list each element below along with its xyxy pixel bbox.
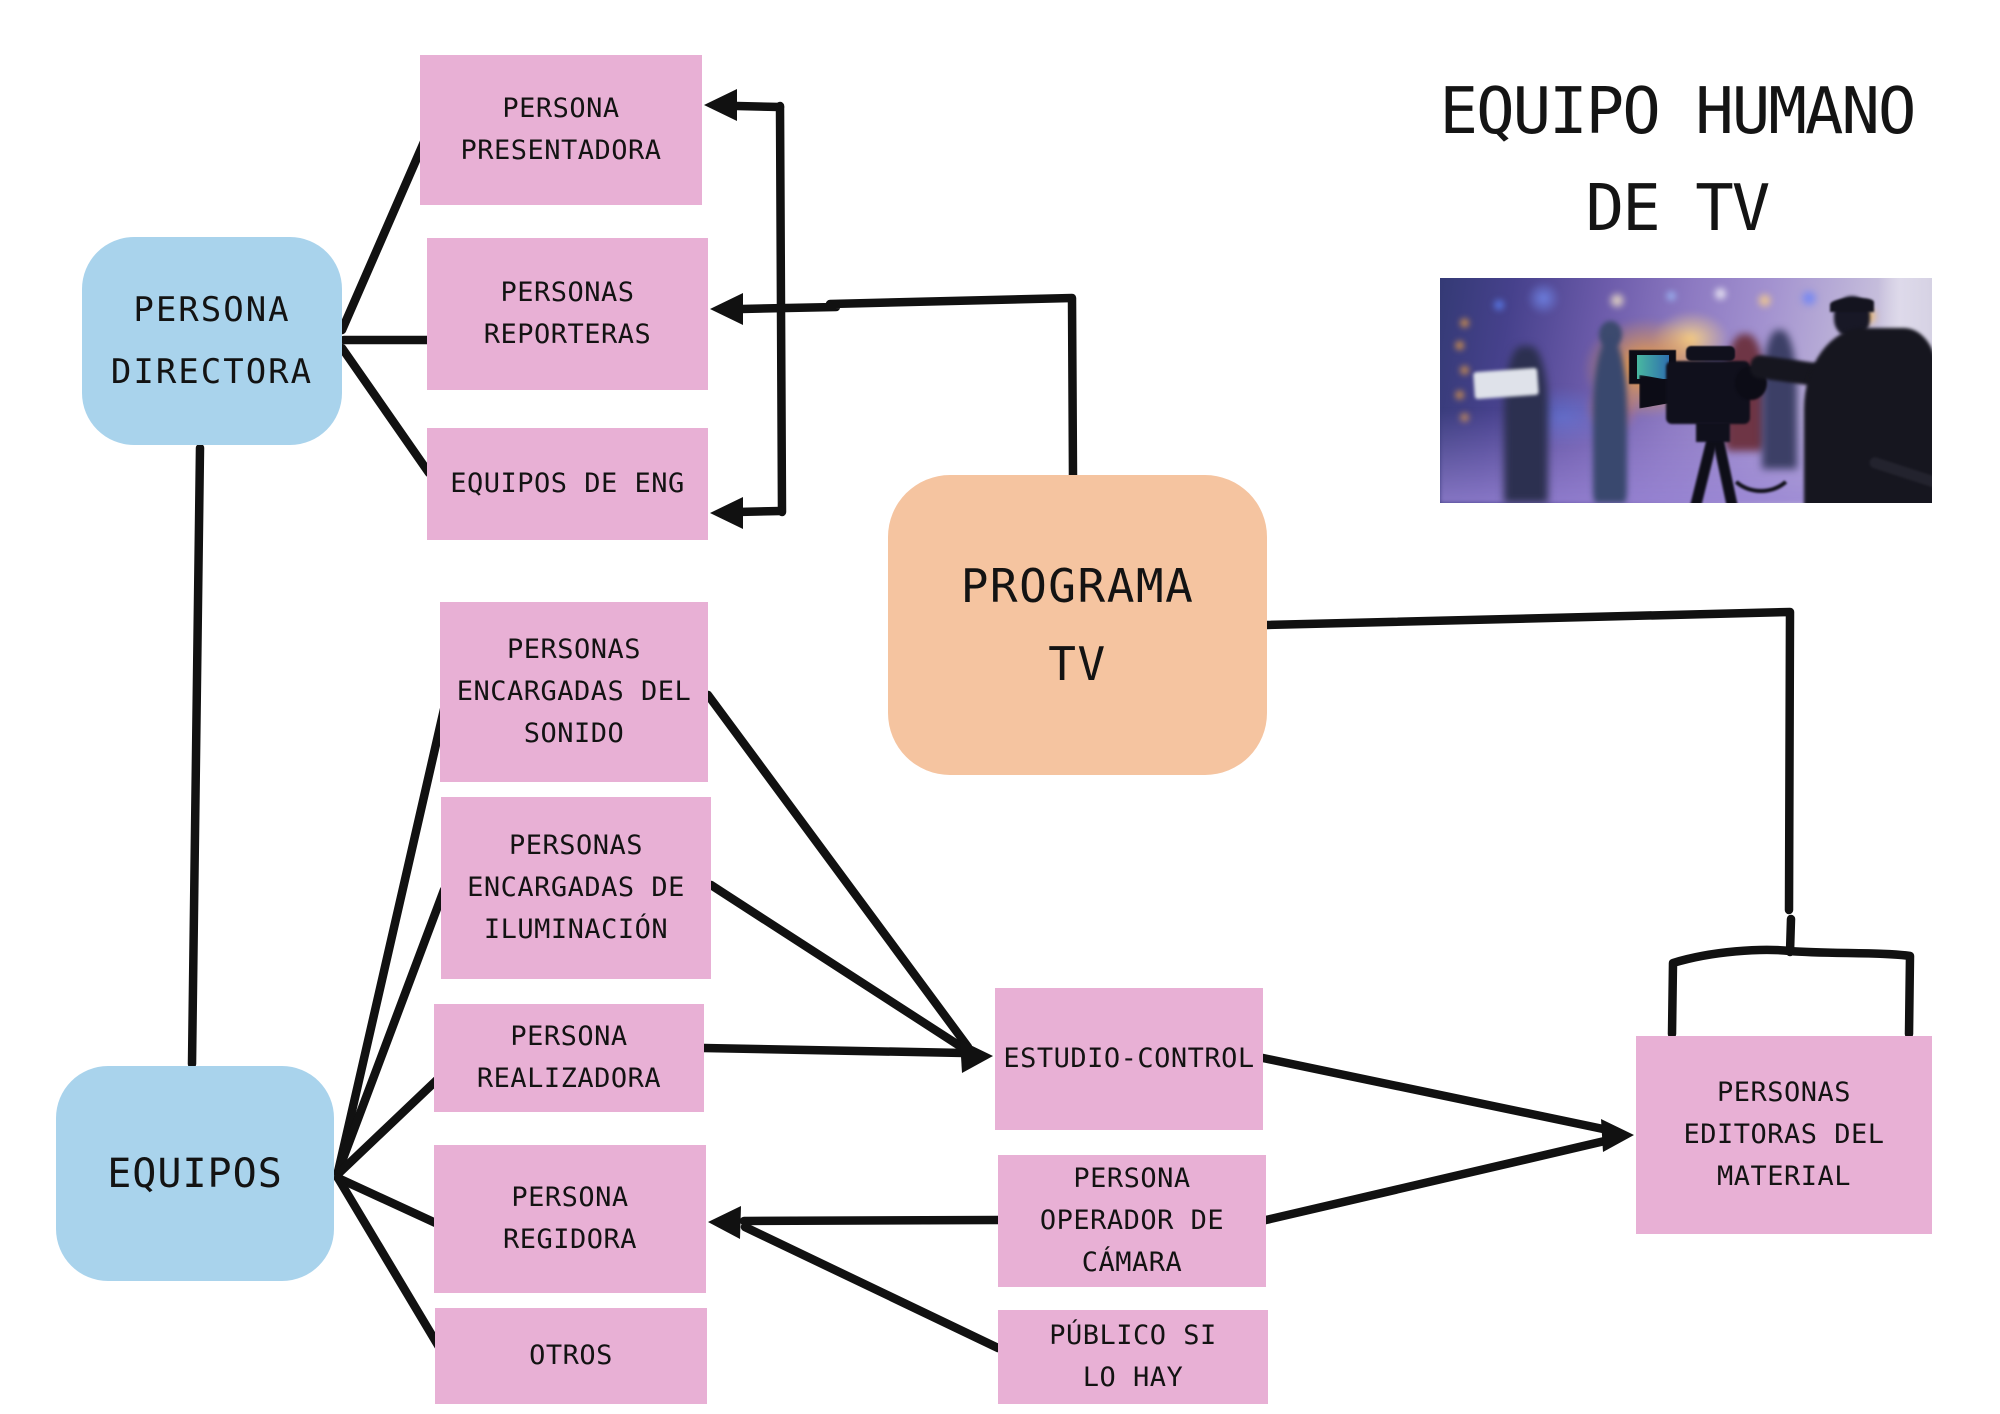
arrowhead-regidora: [708, 1206, 741, 1239]
node-label: PERSONAS ENCARGADAS DE ILUMINACIÓN: [467, 830, 685, 945]
edge-equipos-realizadora: [333, 1072, 445, 1179]
edge-directora-presentadora: [337, 137, 429, 335]
node-personas-editoras: PERSONAS EDITORAS DEL MATERIAL: [1636, 1036, 1932, 1234]
node-label: PERSONAS REPORTERAS: [483, 277, 652, 350]
node-personas-reporteras: PERSONAS REPORTERAS: [427, 238, 708, 390]
tv-studio-photo: [1440, 278, 1932, 503]
arrowhead-presentadora: [704, 89, 737, 121]
edge-equipos-otros: [333, 1173, 447, 1357]
node-label: PERSONAS EDITORAS DEL MATERIAL: [1683, 1077, 1885, 1192]
node-persona-realizadora: PERSONA REALIZADORA: [434, 1004, 704, 1112]
node-encargadas-iluminacion: PERSONAS ENCARGADAS DE ILUMINACIÓN: [441, 797, 711, 979]
node-label: EQUIPOS: [107, 1150, 283, 1197]
node-programa-tv: PROGRAMA TV: [888, 475, 1267, 775]
photo-camera-handle: [1686, 345, 1736, 362]
node-label: PERSONAS ENCARGADAS DEL SONIDO: [456, 634, 692, 749]
photo-cable: [1725, 431, 1798, 493]
node-label: OTROS: [529, 1340, 613, 1371]
node-label: PÚBLICO SI LO HAY: [1049, 1320, 1217, 1393]
edge-operador-regidora: [739, 1215, 1003, 1226]
node-encargadas-sonido: PERSONAS ENCARGADAS DEL SONIDO: [440, 602, 708, 782]
arrowhead-reporteras: [710, 293, 743, 325]
edge-equipos-sonido: [333, 700, 450, 1177]
arrowhead-estudio-control: [960, 1040, 993, 1073]
photo-laptop-silhouette: [1473, 368, 1540, 400]
edge-iluminacion-estudio: [706, 880, 971, 1055]
node-label: PROGRAMA TV: [960, 559, 1195, 691]
photo-camera-body: [1666, 361, 1750, 425]
edge-programa-reporteras: [736, 293, 1078, 482]
edge-sonido-estudio: [703, 690, 973, 1052]
node-publico: PÚBLICO SI LO HAY: [998, 1310, 1268, 1404]
node-label: PERSONA REGIDORA: [502, 1182, 638, 1255]
node-label: PERSONA REALIZADORA: [476, 1021, 662, 1094]
node-persona-presentadora: PERSONA PRESENTADORA: [420, 55, 702, 205]
edge-realizadora-estudio: [699, 1043, 969, 1058]
edge-directora-eng: [337, 343, 434, 478]
photo-camera-mount: [1695, 422, 1731, 443]
edge-directora-equipos: [187, 443, 205, 1069]
edge-equipos-regidora: [333, 1173, 445, 1230]
edge-publico-regidora: [740, 1222, 1003, 1353]
node-otros: OTROS: [435, 1308, 707, 1404]
edge-programa-presentadora: [732, 101, 785, 112]
edge-programa-eng: [732, 506, 786, 517]
photo-presenter-silhouette: [1592, 338, 1627, 503]
node-equipos-de-eng: EQUIPOS DE ENG: [427, 428, 708, 540]
node-operador-camara: PERSONA OPERADOR DE CÁMARA: [998, 1155, 1266, 1287]
edge-programa-editoras-trunk: [1262, 607, 1796, 957]
node-label: ESTUDIO-CONTROL: [1003, 1043, 1255, 1074]
edge-operador-editoras: [1261, 1135, 1614, 1225]
arrowhead-editoras: [1601, 1119, 1634, 1152]
node-estudio-control: ESTUDIO-CONTROL: [995, 988, 1263, 1130]
node-label: PERSONA PRESENTADORA: [460, 93, 662, 166]
node-label: EQUIPOS DE ENG: [450, 468, 685, 499]
edge-programa-editoras-bracket: [1667, 945, 1915, 1039]
node-persona-regidora: PERSONA REGIDORA: [434, 1145, 706, 1293]
edge-equipos-iluminacion: [333, 885, 449, 1177]
node-persona-directora: PERSONA DIRECTORA: [82, 237, 342, 445]
photo-viewfinder-screen: [1636, 354, 1669, 380]
node-label: PERSONA OPERADOR DE CÁMARA: [1039, 1163, 1225, 1278]
node-equipos: EQUIPOS: [56, 1066, 334, 1281]
node-label: PERSONA DIRECTORA: [110, 290, 314, 392]
photo-operator-cap: [1830, 298, 1875, 312]
edge-estudio-editoras: [1258, 1053, 1613, 1135]
page-title: EQUIPO HUMANO DE TV: [1439, 75, 1917, 246]
arrowhead-eng: [710, 497, 743, 529]
